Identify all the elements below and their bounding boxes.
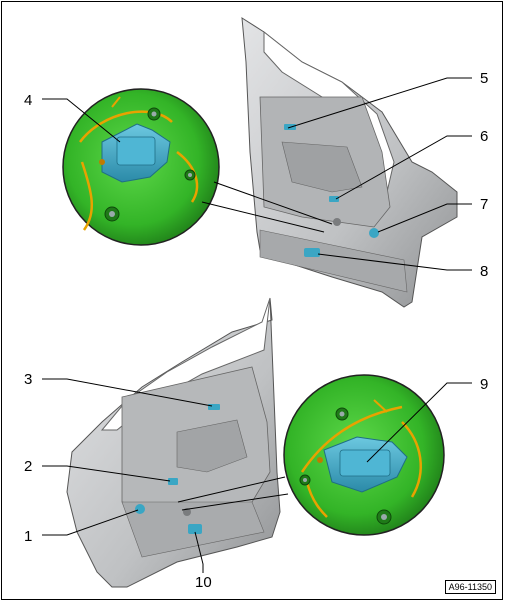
lower-door-component-2 [168, 478, 178, 485]
upper-door-component-8 [304, 248, 320, 257]
callout-1: 1 [24, 528, 32, 545]
leader-lines [42, 77, 472, 573]
figure-reference-label: A96-11350 [444, 580, 496, 594]
upper-detail-view [62, 88, 220, 246]
lower-door-component-1 [135, 504, 145, 514]
upper-door-component-7 [369, 228, 379, 238]
lower-detail-view [283, 374, 445, 536]
lower-door-component-10 [188, 524, 202, 534]
callout-7: 7 [480, 196, 488, 213]
callout-3: 3 [24, 371, 32, 388]
upper-door [241, 17, 458, 308]
callout-10: 10 [195, 574, 212, 591]
callout-8: 8 [480, 263, 488, 280]
callout-4: 4 [24, 92, 32, 109]
callout-2: 2 [24, 458, 32, 475]
lower-door [66, 297, 281, 588]
callout-6: 6 [480, 128, 488, 145]
callout-9: 9 [480, 376, 488, 393]
callout-5: 5 [480, 70, 488, 87]
upper-door-component-6 [329, 196, 339, 202]
lower-door-component-3 [208, 404, 220, 410]
